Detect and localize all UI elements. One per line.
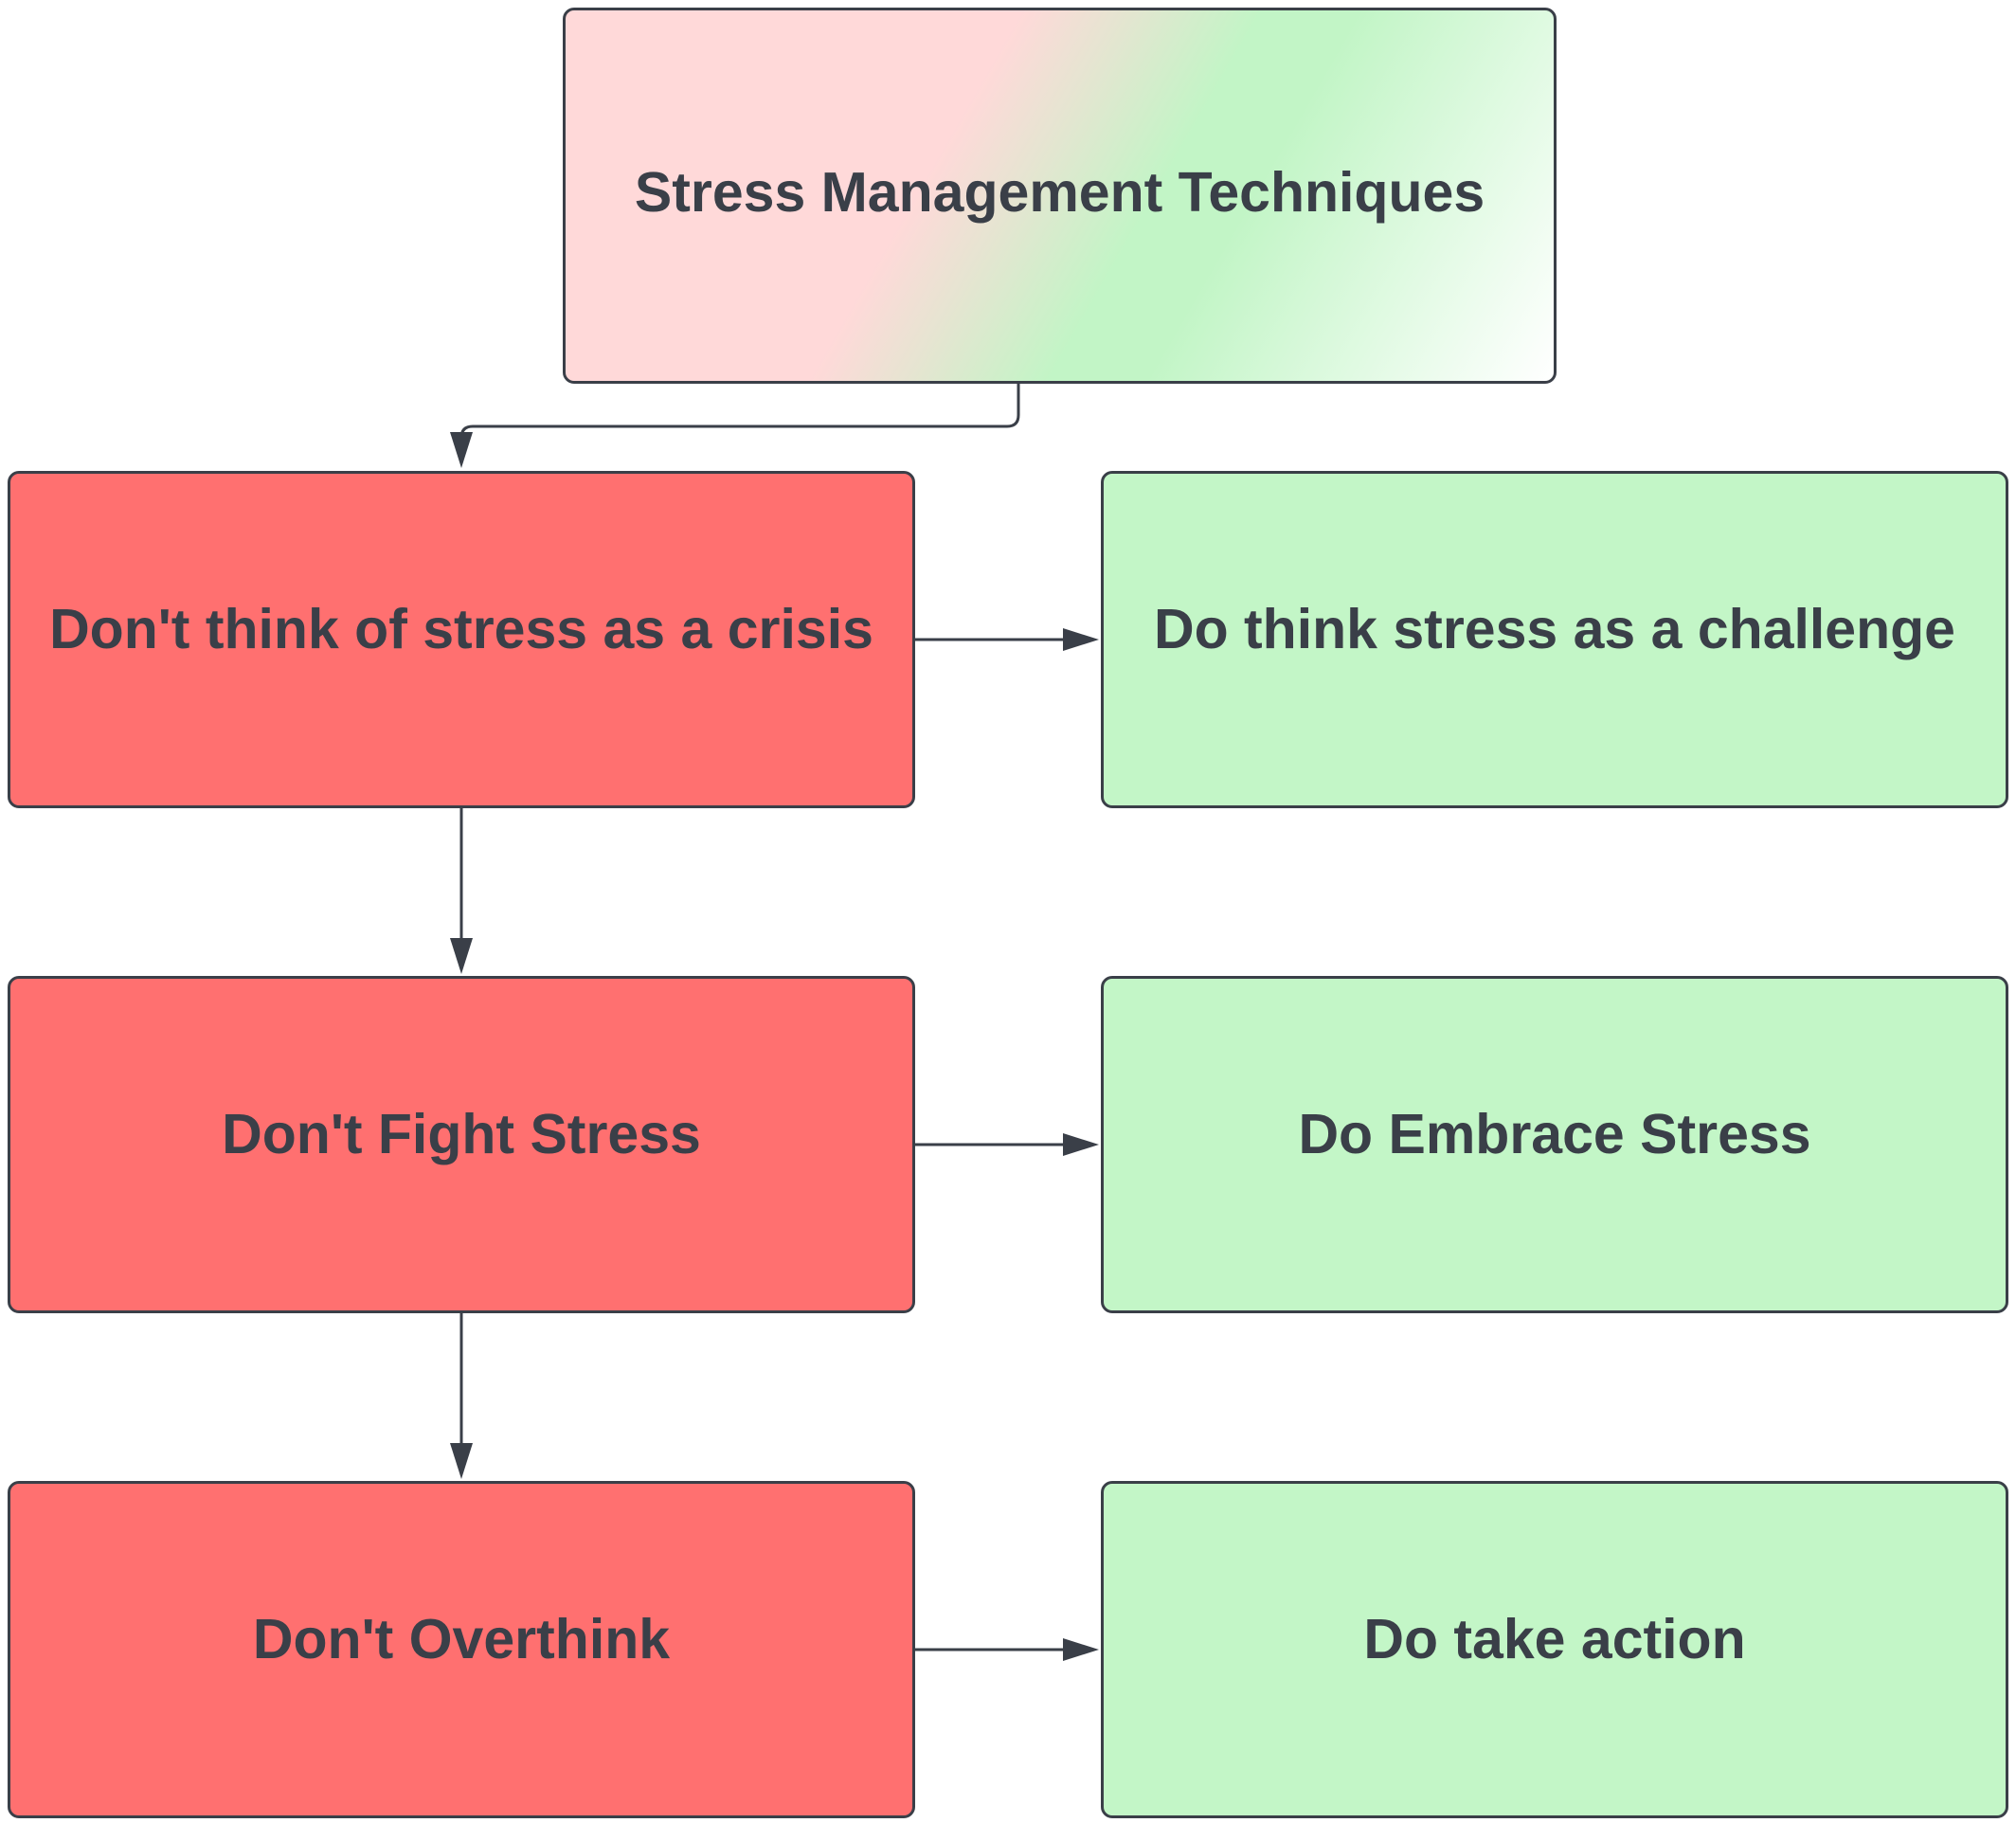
- dont-node-1-label: Don't think of stress as a crisis: [49, 598, 873, 660]
- do-node-1[interactable]: Do think stress as a challenge: [1101, 471, 2008, 808]
- dont-node-2-label: Don't Fight Stress: [222, 1103, 701, 1165]
- arrowhead-dont-1-to-dont-2: [450, 938, 473, 974]
- arrowhead-dont-1-to-do-1: [1063, 628, 1099, 651]
- dont-node-3-label: Don't Overthink: [252, 1608, 671, 1670]
- do-node-2-label: Do Embrace Stress: [1298, 1103, 1811, 1165]
- connector-title-to-dont-1: [459, 384, 1020, 445]
- arrowhead-title-to-dont-1: [450, 432, 473, 468]
- do-node-3[interactable]: Do take action: [1101, 1481, 2008, 1818]
- do-node-2[interactable]: Do Embrace Stress: [1101, 976, 2008, 1313]
- arrowhead-dont-2-to-do-2: [1063, 1133, 1099, 1156]
- dont-node-1[interactable]: Don't think of stress as a crisis: [8, 471, 915, 808]
- arrowhead-dont-2-to-dont-3: [450, 1443, 473, 1479]
- dont-node-3[interactable]: Don't Overthink: [8, 1481, 915, 1818]
- do-node-1-label: Do think stress as a challenge: [1154, 598, 1955, 660]
- arrowhead-dont-3-to-do-3: [1063, 1638, 1099, 1661]
- title-node-label: Stress Management Techniques: [634, 161, 1485, 224]
- title-node[interactable]: Stress Management Techniques: [563, 8, 1557, 384]
- dont-node-2[interactable]: Don't Fight Stress: [8, 976, 915, 1313]
- do-node-3-label: Do take action: [1363, 1608, 1746, 1670]
